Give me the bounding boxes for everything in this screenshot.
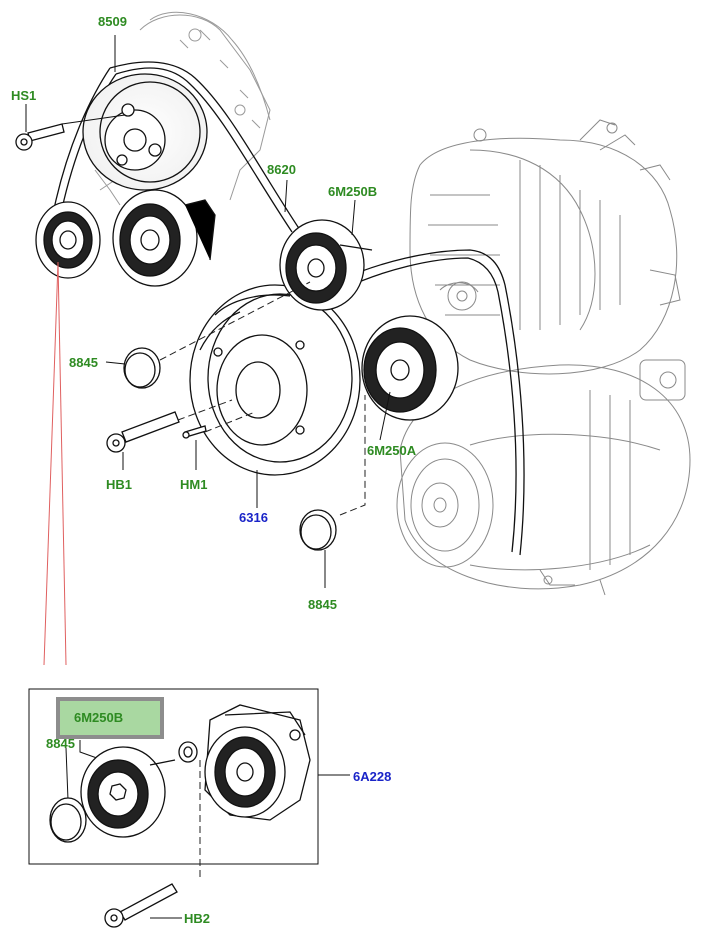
pin-hm1[interactable] — [182, 425, 207, 439]
label-6m250b-inset[interactable]: 6M250B — [74, 710, 124, 725]
label-8845-left[interactable]: 8845 — [69, 355, 98, 370]
label-8845-bottom[interactable]: 8845 — [308, 597, 337, 612]
inset-assembly-box — [28, 688, 319, 865]
inset-dust-cap-8845[interactable] — [49, 797, 87, 843]
inset-spacer[interactable] — [178, 741, 198, 763]
dust-cap-8845-left[interactable] — [123, 347, 161, 389]
engine-block-outline — [94, 11, 271, 206]
bolt-hb1[interactable] — [106, 411, 180, 453]
idler-pulley-6m250b[interactable] — [279, 219, 373, 311]
idler-pulley-6m250a[interactable] — [361, 315, 459, 421]
label-8620[interactable]: 8620 — [267, 162, 296, 177]
label-8509[interactable]: 8509 — [98, 14, 127, 29]
inset-idler-6m250b[interactable] — [80, 746, 176, 838]
crankshaft-damper-6316[interactable] — [189, 284, 361, 476]
label-hb2[interactable]: HB2 — [184, 911, 211, 926]
alignment-lines — [159, 281, 366, 880]
callout-leader-red — [43, 261, 67, 666]
label-6a228[interactable]: 6A228 — [353, 769, 392, 784]
inset-tensioner-6a228[interactable] — [204, 704, 311, 821]
water-pump-pulley-8509[interactable] — [82, 73, 208, 191]
tensioner-pulley-left[interactable] — [112, 189, 216, 287]
alternator — [409, 119, 681, 375]
label-hm1[interactable]: HM1 — [180, 477, 208, 492]
dust-cap-8845-bottom[interactable] — [299, 509, 337, 551]
label-hb1[interactable]: HB1 — [106, 477, 133, 492]
highlight-box — [56, 697, 164, 739]
bolt-hb2[interactable] — [104, 883, 178, 928]
idler-pulley-left[interactable] — [35, 201, 101, 279]
label-6m250b-top[interactable]: 6M250B — [328, 184, 378, 199]
bolt-hs1[interactable] — [15, 123, 65, 151]
label-6316[interactable]: 6316 — [239, 510, 268, 525]
label-6m250a[interactable]: 6M250A — [367, 443, 417, 458]
ac-compressor — [396, 359, 691, 596]
leader-lines — [25, 35, 391, 919]
label-8845-inset[interactable]: 8845 — [46, 736, 75, 751]
label-hs1[interactable]: HS1 — [11, 88, 37, 103]
